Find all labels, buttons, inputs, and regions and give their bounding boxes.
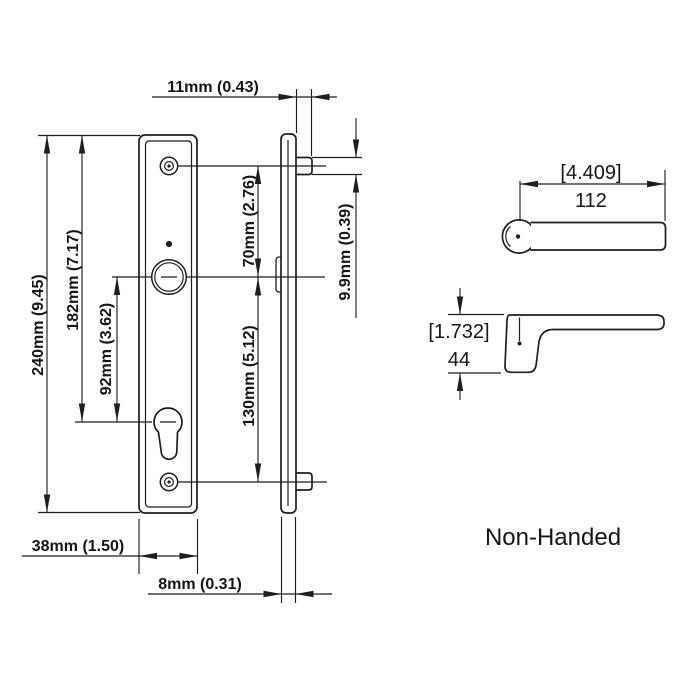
dim-label-screw-to-handle: 70mm (2.76) [241,175,258,268]
arrowhead [43,494,51,513]
arrowhead [456,296,464,315]
arrowhead [78,135,86,154]
arrowhead [179,552,198,560]
handing-label: Non-Handed [485,524,621,551]
lever-neck-dot [517,341,522,346]
dim-label-lever-height-inches: [1.732] [428,321,489,343]
dim-overall-height: 240mm (9.45) [30,135,51,513]
alignment-dot [165,240,173,248]
dim-handle-to-bottom-screw: 130mm (5.12) [241,277,262,482]
arrowhead [254,258,262,277]
arrowhead [139,552,157,560]
dim-label-handle-to-bottom-screw: 130mm (5.12) [241,325,258,426]
arrowhead [113,277,121,295]
plate-inner-edge [144,140,193,508]
plate-front-view [138,134,198,514]
arrowhead [456,373,464,391]
dim-label-lever-length-inches: [4.409] [560,162,621,184]
dim-plate-width: 38mm (1.50) [22,519,199,574]
arrowhead [352,174,360,193]
lever-hub-center-dot [515,234,521,239]
dim-label-lever-length-mm: 112 [575,190,607,212]
dim-label-top-to-cylinder: 182mm (7.17) [65,229,82,330]
screw-hole-top [159,156,179,176]
arrowhead [295,590,314,598]
dim-label-plate-width: 38mm (1.50) [32,538,125,555]
screw-hole-bottom [159,472,179,492]
dim-label-lever-height-mm: 44 [448,349,470,371]
dim-lug-projection: 11mm (0.43) [152,79,337,156]
arrowhead [311,93,330,101]
euro-cylinder-keyhole [153,407,183,461]
dim-handle-to-cylinder: 92mm (3.62) [98,277,121,422]
arrowhead [520,180,538,188]
lever-front-view: [1.732] 44 [428,288,665,400]
dim-lug-diameter: 9.9mm (0.39) [312,118,362,318]
dim-label-overall-height: 240mm (9.45) [30,274,47,375]
lever-grip-fill [531,222,666,250]
dim-top-screw-to-handle: 70mm (2.76) [241,166,262,277]
plate-side-view [275,133,313,514]
arrowhead [254,277,262,296]
dim-lever-height: [1.732] 44 [428,288,504,400]
dim-plate-thickness: 8mm (0.31) [148,517,332,603]
dim-label-lug-diameter: 9.9mm (0.39) [337,204,354,301]
lever-hub-inner-contour [505,226,511,247]
arrowhead [43,135,51,154]
lever-top-view: [4.409] 112 [501,162,667,254]
arrowhead [113,403,121,422]
dim-label-lug-projection: 11mm (0.43) [167,79,259,96]
dim-label-plate-thickness: 8mm (0.31) [158,576,242,593]
dim-label-handle-to-cylinder: 92mm (3.62) [98,303,115,396]
arrowhead [254,166,262,184]
arrowhead [352,139,360,158]
dim-top-to-cylinder: 182mm (7.17) [65,135,86,422]
dim-lever-length: [4.409] 112 [519,162,666,221]
reference-lines [38,134,327,514]
arrowhead [78,403,86,422]
lever-grip-outline [530,221,667,251]
lever-outline [504,314,665,374]
arrowhead [647,180,665,188]
arrowhead [263,590,282,598]
arrowhead [278,93,297,101]
arrowhead [254,463,262,482]
plate-outline [138,134,198,514]
